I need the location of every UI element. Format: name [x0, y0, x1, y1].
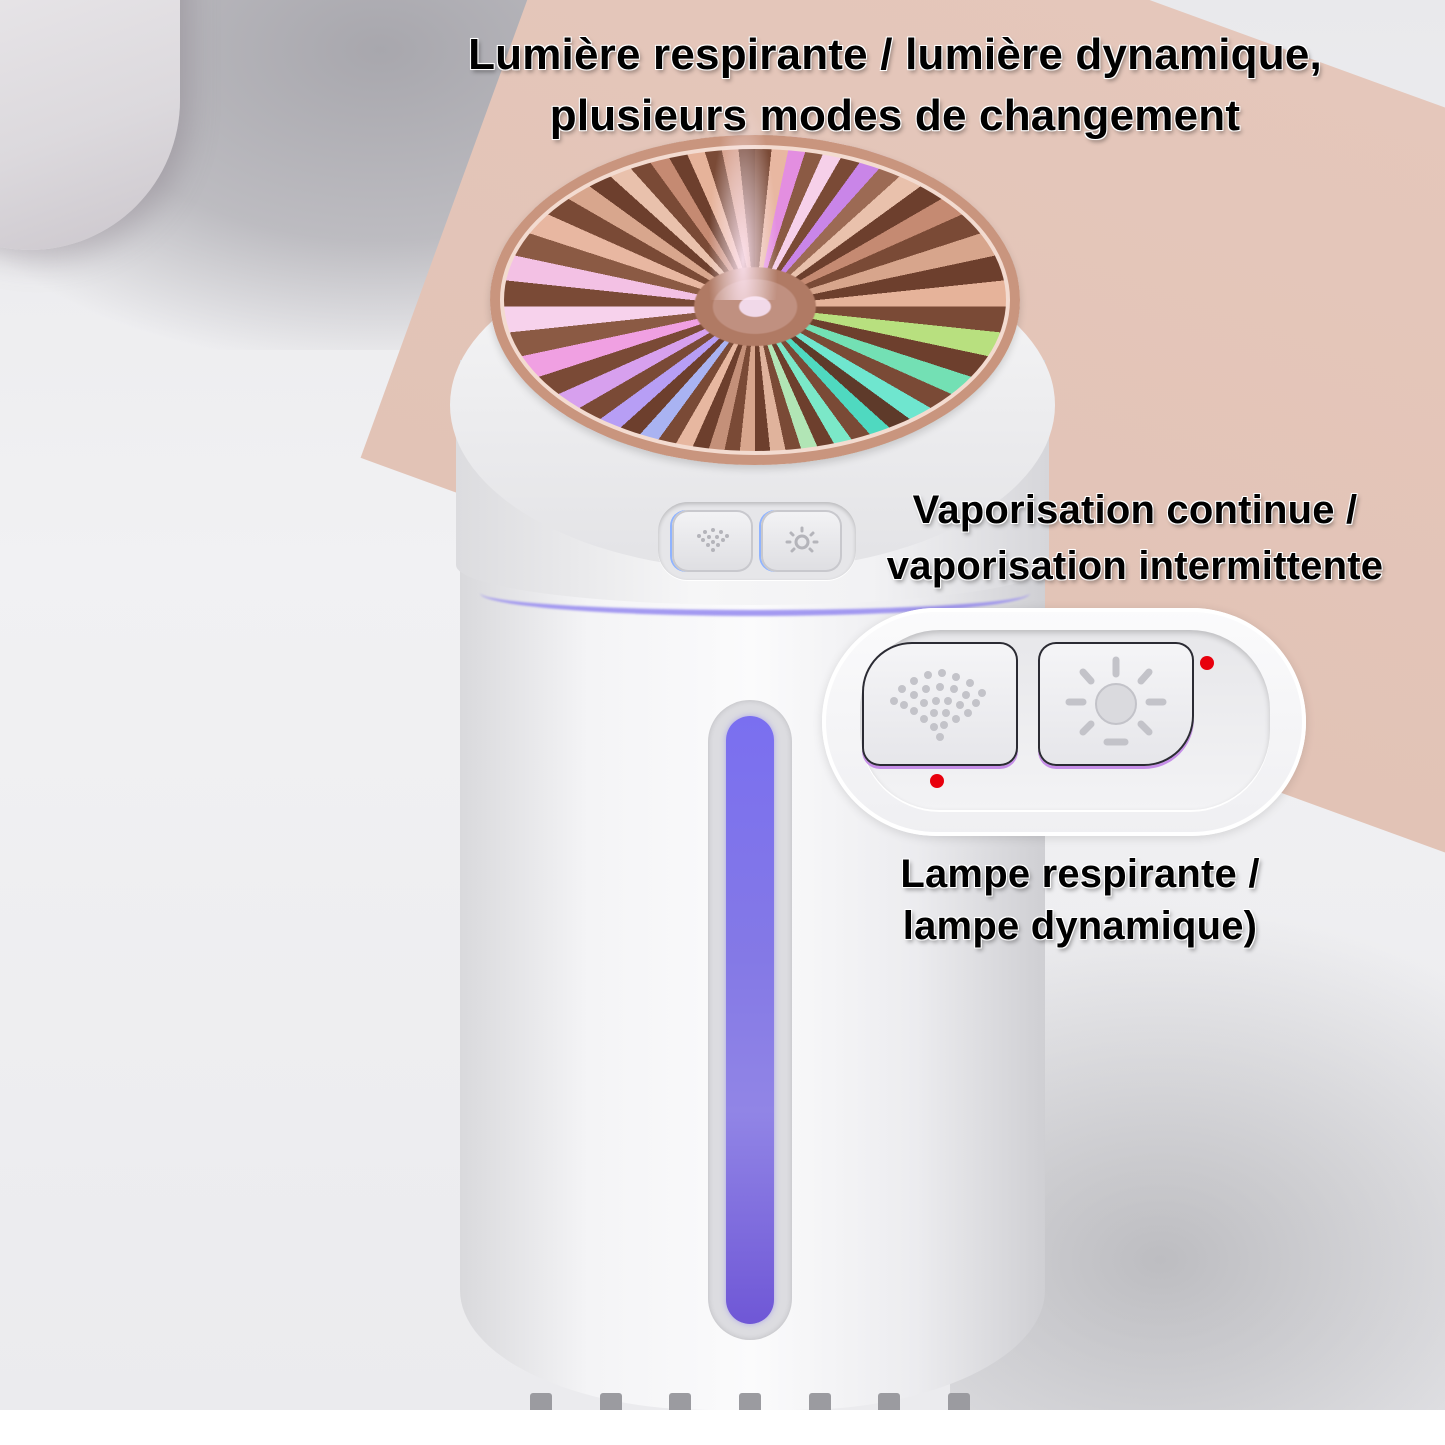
product-photo: [0, 0, 1445, 1410]
mist-spray-icon: [890, 669, 986, 741]
mist-caption-line-1: Vaporisation continue /: [912, 488, 1358, 532]
mist-mode-caption: Vaporisation continue / vaporisation int…: [850, 482, 1420, 594]
vent: [808, 1393, 831, 1410]
light-bulb-icon: [1065, 656, 1167, 746]
mist-plume: [708, 100, 778, 300]
vent: [669, 1393, 692, 1410]
headline-caption: Lumière respirante / lumière dynamique, …: [380, 24, 1410, 146]
humidifier: [450, 100, 1055, 1410]
vent: [738, 1393, 761, 1410]
mist-caption-line-2: vaporisation intermittente: [886, 544, 1384, 588]
vent: [878, 1393, 901, 1410]
marker-dot: [930, 774, 944, 788]
ambient-light-ring: [480, 570, 1030, 616]
lamp-caption-line-1: Lampe respirante /: [900, 852, 1260, 896]
light-button-closeup[interactable]: [1038, 642, 1194, 766]
buttons-closeup-inset: [822, 608, 1306, 836]
water-level-light: [726, 716, 774, 1324]
vent: [947, 1393, 970, 1410]
headline-line-1: Lumière respirante / lumière dynamique,: [468, 30, 1322, 79]
water-tank-window: [708, 700, 792, 1340]
light-bulb-icon: [785, 526, 818, 553]
control-panel: [658, 502, 856, 580]
vent: [599, 1393, 622, 1410]
mist-button-closeup[interactable]: [862, 642, 1018, 766]
lamp-caption-line-2: lampe dynamique): [902, 904, 1258, 948]
lamp-mode-caption: Lampe respirante / lampe dynamique): [850, 848, 1310, 952]
mist-spray-icon: [696, 528, 729, 552]
light-button[interactable]: [761, 510, 842, 572]
bottom-vents: [530, 1375, 970, 1410]
marker-dot: [1200, 656, 1214, 670]
vent: [530, 1393, 552, 1410]
mist-button[interactable]: [672, 510, 753, 572]
headline-line-2: plusieurs modes de changement: [549, 91, 1241, 140]
